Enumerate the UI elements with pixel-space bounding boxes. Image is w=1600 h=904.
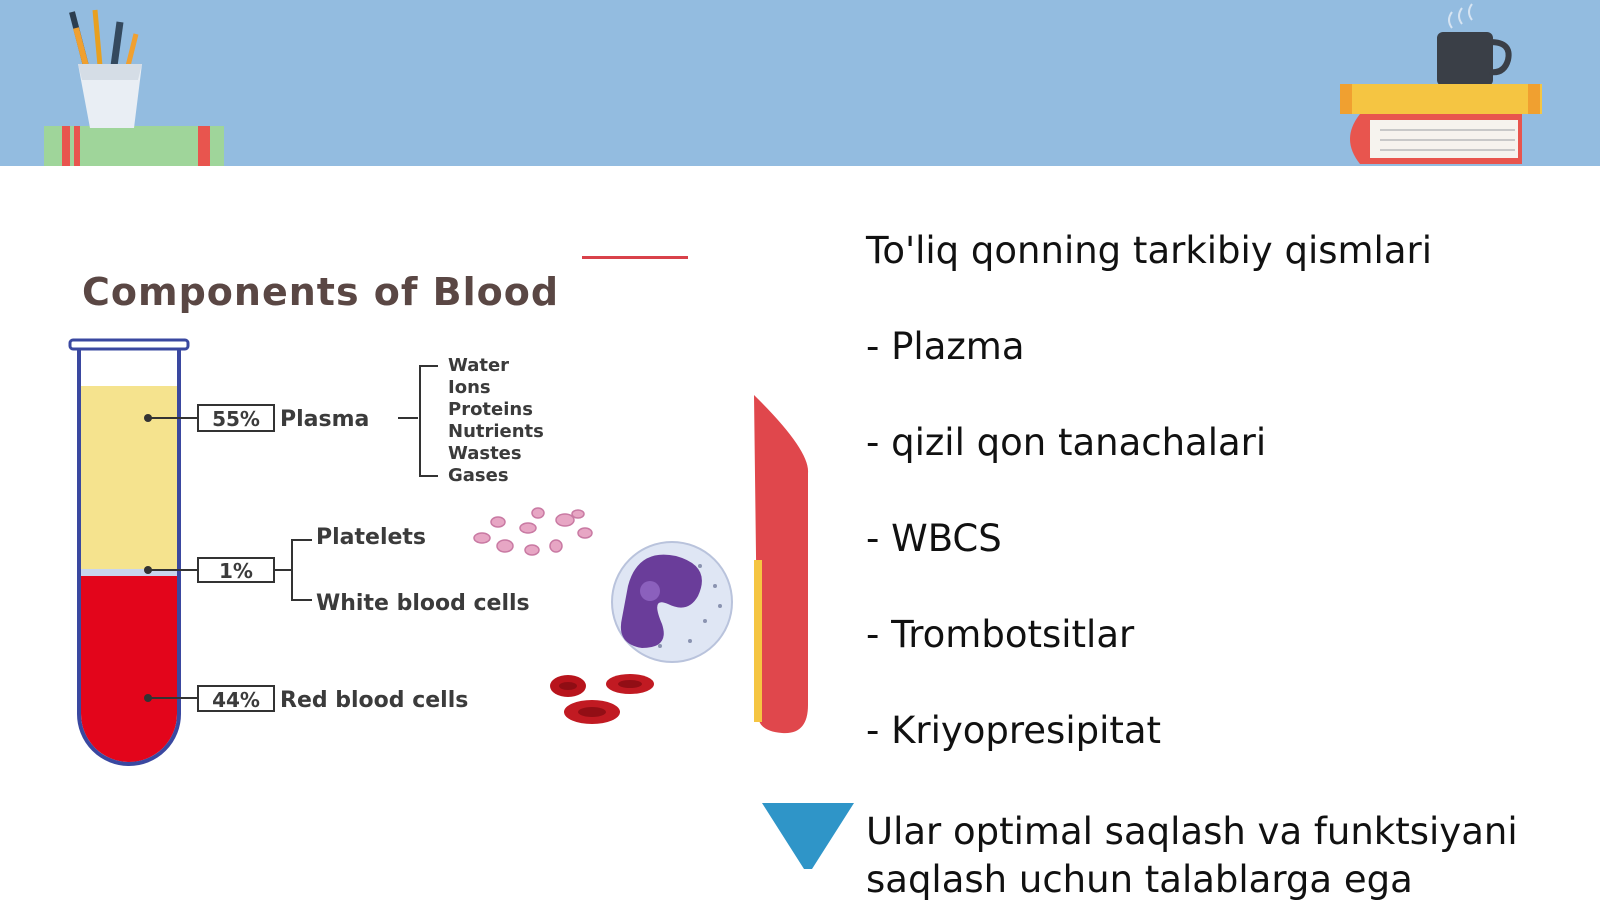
title-accent-line (582, 256, 688, 259)
plasma-label: Plasma (280, 407, 369, 432)
platelets-illustration (473, 507, 593, 556)
summary-text: Ular optimal saqlash va funktsiyani saql… (866, 810, 1518, 901)
blood-tube-diagram: 55% Plasma Water Ions Proteins Nutrients… (68, 338, 733, 766)
list-item-platelets: - Trombotsitlar (866, 613, 1135, 656)
red-cell-layer (81, 576, 177, 762)
plasma-item-proteins: Proteins (448, 399, 533, 420)
plasma-item-nutrients: Nutrients (448, 421, 544, 442)
intro-heading: To'liq qonning tarkibiy qismlari (866, 229, 1432, 272)
plasma-item-water: Water (448, 355, 509, 376)
list-item-cryo: - Kriyopresipitat (866, 709, 1162, 752)
plasma-item-gases: Gases (448, 465, 509, 486)
down-triangle-icon (762, 803, 854, 869)
list-item-plazma: - Plazma (866, 325, 1025, 368)
red-blood-cells-illustration (550, 674, 654, 724)
list-item-red-cells: - qizil qon tanachalari (866, 421, 1267, 464)
plasma-item-ions: Ions (448, 377, 491, 398)
test-tube (77, 348, 181, 766)
white-blood-cell-illustration (611, 541, 733, 663)
figure-title: Components of Blood (82, 270, 560, 314)
red-cells-percent: 44% (212, 688, 260, 712)
white-blood-cells-label: White blood cells (316, 591, 530, 616)
plasma-layer (81, 386, 177, 570)
text-panel: To'liq qonning tarkibiy qismlari - Plazm… (866, 222, 1586, 798)
list-item-wbcs: - WBCS (866, 517, 1002, 560)
buffy-coat-layer (81, 569, 177, 577)
red-bracket-shape (754, 395, 809, 734)
header-band (0, 0, 1600, 166)
plasma-item-wastes: Wastes (448, 443, 522, 464)
blood-components-figure: Components of Blood 55% Plasma Water Ion… (0, 166, 760, 899)
plasma-percent: 55% (212, 407, 260, 431)
buffy-coat-percent: 1% (219, 559, 253, 583)
coffee-books-icon (1340, 3, 1542, 164)
platelets-label: Platelets (316, 525, 426, 550)
pencil-cup-icon (44, 9, 224, 166)
header-decoration (44, 3, 1542, 166)
red-cells-label: Red blood cells (280, 688, 468, 713)
tube-rim (68, 338, 190, 351)
